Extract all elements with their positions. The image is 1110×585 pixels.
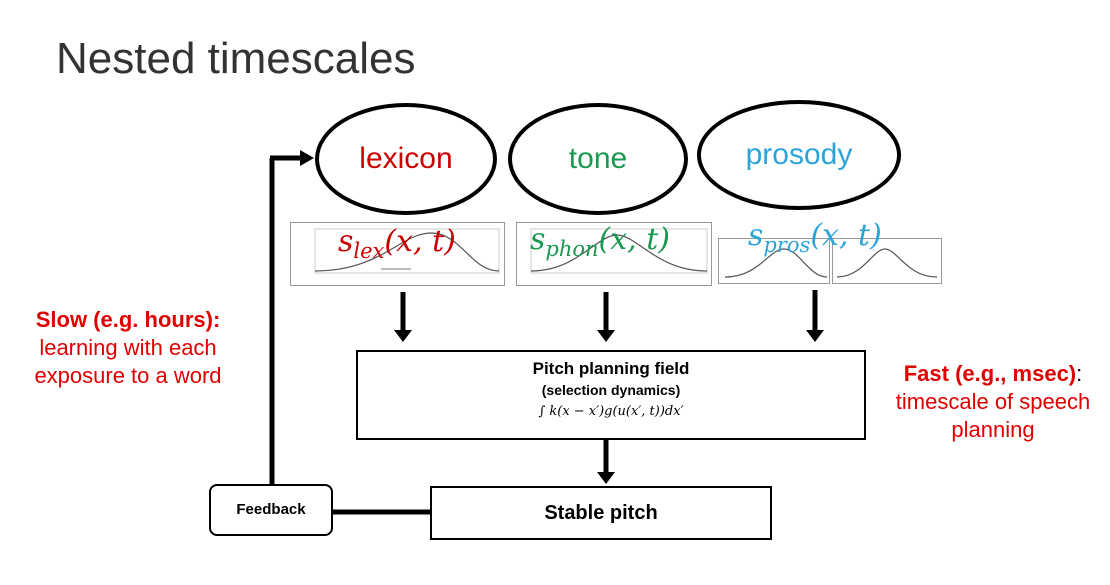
formula-pros-args: (x, t): [810, 218, 882, 253]
formula-pros: spros(x, t): [748, 218, 882, 257]
node-tone: tone: [508, 103, 688, 215]
formula-phon-s: s: [530, 222, 546, 257]
feedback-box: Feedback: [209, 484, 333, 536]
pitch-planning-title: Pitch planning field: [532, 359, 690, 378]
phon-field-plot: [516, 222, 712, 286]
node-prosody: prosody: [697, 100, 901, 210]
arrowhead-pros: [806, 330, 824, 342]
formula-pros-s: s: [748, 218, 764, 253]
formula-phon-args: (x, t): [598, 222, 671, 257]
feedback-label: Feedback: [236, 501, 306, 518]
lex-field-plot: [290, 222, 505, 286]
pitch-planning-subtitle: (selection dynamics): [541, 382, 681, 398]
node-lexicon: lexicon: [315, 103, 497, 215]
stable-pitch-box: Stable pitch: [430, 486, 772, 540]
fast-annotation: Fast (e.g., msec): timescale of speech p…: [878, 360, 1108, 444]
page-title: Nested timescales: [56, 34, 416, 83]
node-prosody-label: prosody: [745, 138, 853, 171]
formula-phon: sphon(x, t): [530, 222, 670, 261]
formula-phon-sub: phon: [545, 237, 599, 261]
lex-field-curve: [314, 228, 500, 274]
formula-lex-s: s: [338, 224, 354, 259]
pros-field-curve-2: [836, 248, 938, 278]
fast-body-line2: planning: [951, 417, 1035, 442]
fast-heading: Fast (e.g., msec): [903, 361, 1077, 386]
pitch-planning-box: Pitch planning field (selection dynamics…: [356, 350, 866, 440]
formula-pros-sub: pros: [763, 233, 811, 257]
arrowhead-lexicon: [300, 150, 314, 166]
fast-heading-line: Fast (e.g., msec):: [878, 360, 1108, 388]
formula-lex: slex(x, t): [338, 224, 456, 263]
pros-field-plot-1: [718, 238, 830, 284]
slow-body-line2: exposure to a word: [34, 363, 222, 388]
phon-field-curve: [530, 228, 708, 274]
arrowhead-phon: [597, 330, 615, 342]
arrowhead-lex: [394, 330, 412, 342]
pros-field-curve-1: [724, 248, 828, 278]
arrowhead-stable: [597, 472, 615, 484]
fast-colon: :: [1076, 361, 1083, 386]
node-lexicon-label: lexicon: [359, 142, 453, 175]
stable-pitch-label: Stable pitch: [544, 502, 658, 524]
formula-lex-args: (x, t): [384, 224, 456, 259]
node-tone-label: tone: [568, 142, 628, 175]
pros-field-plot-2: [832, 238, 942, 284]
slow-annotation: Slow (e.g. hours): learning with each ex…: [2, 306, 254, 390]
pitch-planning-equation: ∫ k(x − x′)g(u(x′, t))dx′: [538, 404, 684, 419]
formula-lex-sub: lex: [353, 239, 385, 263]
slow-heading: Slow (e.g. hours):: [35, 307, 221, 332]
fast-body-line1: timescale of speech: [895, 389, 1091, 414]
slow-body-line1: learning with each: [39, 335, 217, 360]
